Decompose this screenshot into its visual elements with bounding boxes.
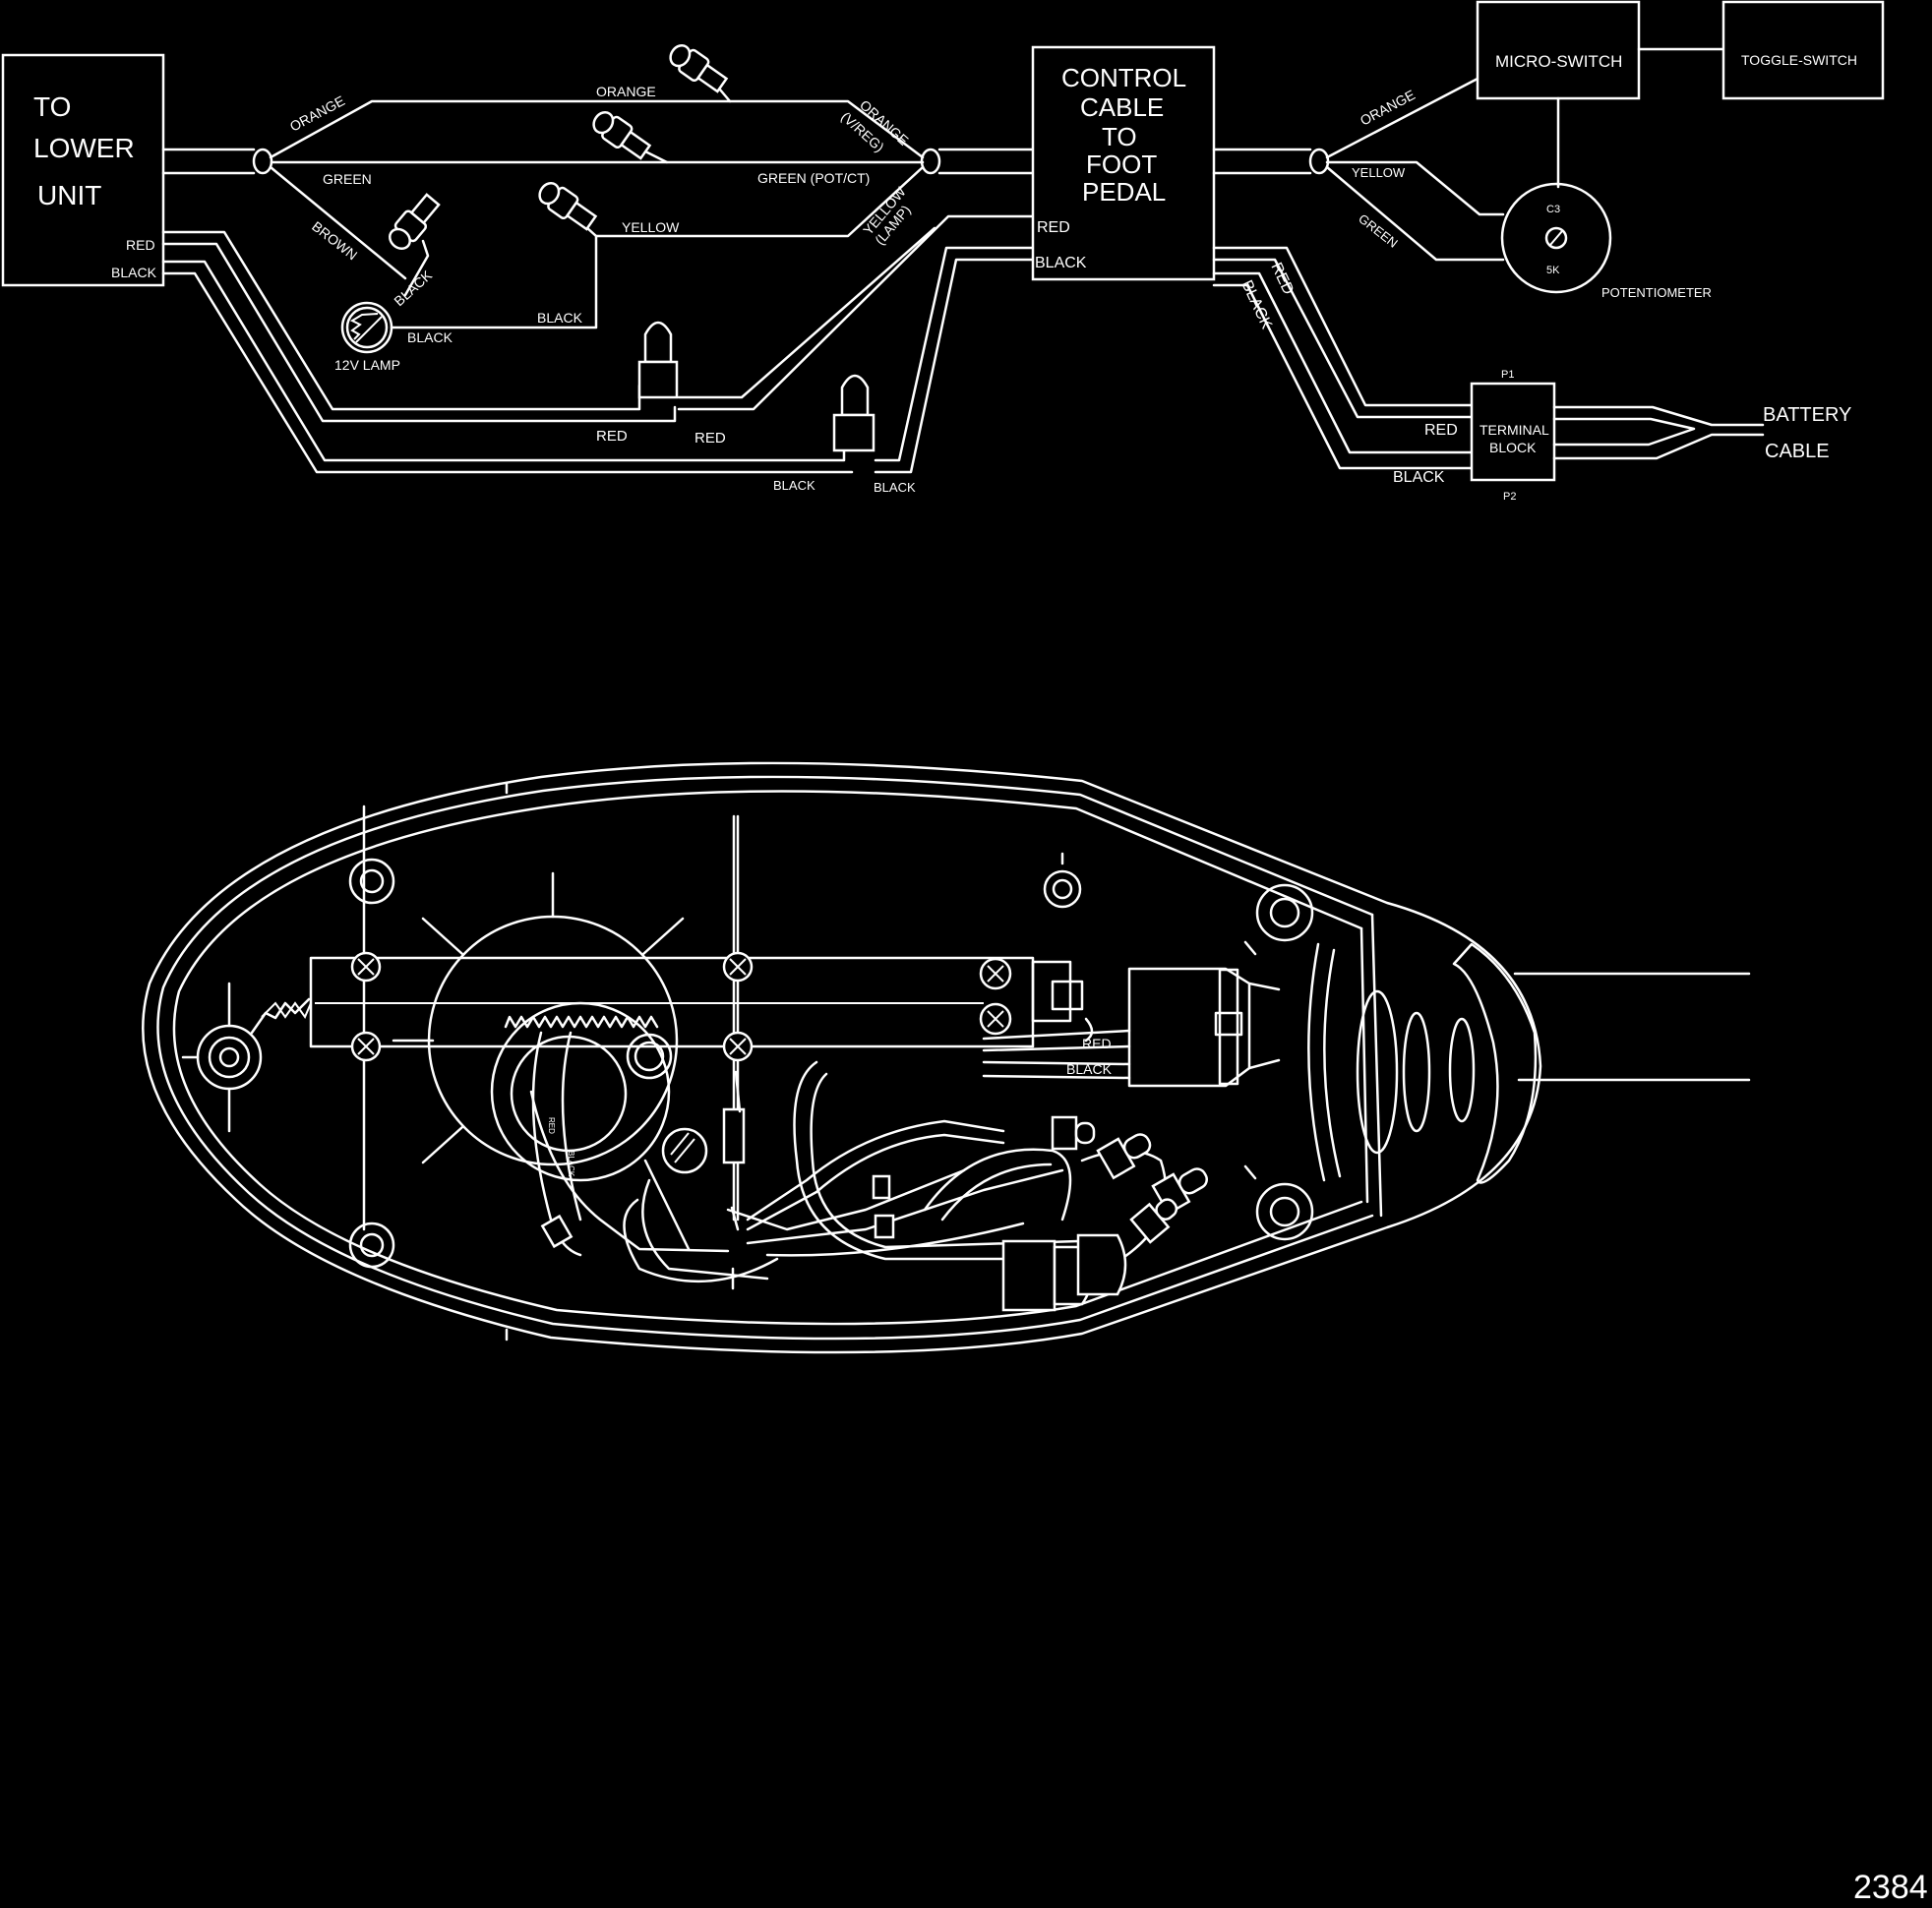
- control-cable-label-3: TO: [1102, 122, 1137, 151]
- micro-switch-box: MICRO-SWITCH: [1476, 0, 1641, 100]
- wire-label-black-2: BLACK: [874, 480, 916, 495]
- housing-outline: [142, 761, 1542, 1354]
- assembly-lamp: [643, 1070, 742, 1251]
- wire-label-green: GREEN: [323, 171, 372, 187]
- lower-unit-black-label: BLACK: [111, 265, 157, 280]
- zip-tie-3: [874, 1214, 895, 1239]
- bundle-connector-6: [1076, 1233, 1127, 1296]
- wire-label-yellow: YELLOW: [622, 219, 680, 235]
- terminal-block: TERMINAL BLOCK P1 P2: [1470, 369, 1556, 503]
- control-cable-node-left: [920, 148, 1035, 175]
- zip-tie-1: [540, 1214, 574, 1249]
- control-cable-label-5: PEDAL: [1082, 177, 1166, 207]
- wire-label-black-yellow: BLACK: [537, 310, 583, 326]
- control-cable-black-label: BLACK: [1035, 255, 1087, 271]
- pot-wire-yellow-label: YELLOW: [1352, 165, 1406, 180]
- terminal-block-label-2: BLOCK: [1489, 440, 1537, 455]
- toggle-switch-box: TOGGLE-SWITCH: [1721, 0, 1885, 100]
- assembly-black-small-label: BLACK: [567, 1151, 575, 1177]
- battery-black-label-2: BLACK: [1393, 469, 1445, 486]
- control-cable-right: [1212, 77, 1505, 262]
- wire-label-green-pot: GREEN (POT/CT): [757, 170, 870, 186]
- black-inline-connector: [832, 374, 875, 452]
- bundle-connector-1: [1051, 1115, 1096, 1151]
- pot-top-label: C3: [1546, 204, 1560, 215]
- lamp-label: 12V LAMP: [334, 357, 400, 373]
- wire-label-orange-top: ORANGE: [596, 84, 656, 99]
- wire-label-black-lamp-2: BLACK: [407, 329, 453, 345]
- control-cable-label-1: CONTROL: [1061, 63, 1186, 92]
- mounting-hole-3: [1043, 852, 1082, 909]
- battery-cable-out: BATTERY CABLE: [1552, 404, 1851, 462]
- zip-tie-2: [872, 1174, 891, 1200]
- lower-unit-label-2: LOWER: [33, 133, 135, 163]
- potentiometer: C3 5K POTENTIOMETER: [1500, 182, 1712, 300]
- bullet-connector-orange: [669, 44, 729, 93]
- screw-4: [722, 1031, 754, 1062]
- lower-unit-red-label: RED: [126, 237, 155, 253]
- screw-3: [350, 1031, 382, 1062]
- lamp-12v: 12V LAMP: [334, 301, 400, 373]
- pedal-pivot: [181, 982, 311, 1133]
- mounting-hole-4: [1243, 883, 1314, 956]
- terminal-block-label-1: TERMINAL: [1479, 422, 1549, 438]
- control-cable-box: CONTROL CABLE TO FOOT PEDAL RED BLACK: [1031, 45, 1216, 281]
- battery-red-label-2: RED: [1424, 422, 1458, 439]
- lower-unit-cable: [161, 148, 273, 175]
- bullet-connector-brown: [389, 193, 441, 251]
- battery-cable-label-1: BATTERY: [1763, 404, 1851, 426]
- connector-housing: RED BLACK: [982, 960, 1281, 1088]
- grip-slots: [1307, 942, 1538, 1184]
- bullet-connector-yellow: [538, 182, 598, 231]
- terminal-p2-label: P2: [1503, 491, 1516, 503]
- sector-gear: [392, 871, 685, 1182]
- assembly-black-label: BLACK: [1066, 1061, 1113, 1077]
- micro-switch-label: MICRO-SWITCH: [1495, 52, 1622, 71]
- control-cable-red-label: RED: [1037, 219, 1070, 236]
- red-inline-connector: [637, 321, 679, 399]
- toggle-switch-label: TOGGLE-SWITCH: [1741, 52, 1857, 68]
- foot-pedal-assembly: RED BLACK: [142, 761, 1751, 1354]
- screw-5: [979, 957, 1012, 990]
- assembly-red-small-label: RED: [547, 1117, 556, 1134]
- lower-unit-box: TO LOWER UNIT RED BLACK: [1, 53, 165, 287]
- control-cable-label-2: CABLE: [1080, 92, 1164, 122]
- battery-cable-label-2: CABLE: [1765, 441, 1830, 462]
- lower-unit-label-3: UNIT: [37, 180, 101, 210]
- bundle-connector-7: [722, 1107, 746, 1164]
- bundle-connector-4: [1129, 1198, 1178, 1244]
- screw-1: [350, 951, 382, 983]
- screw-6: [979, 1002, 1012, 1036]
- bundle-connector-2: [1096, 1133, 1152, 1180]
- terminal-p1-label: P1: [1501, 369, 1514, 381]
- figure-number: 2384: [1853, 1869, 1928, 1906]
- mounting-hole-5: [1243, 1164, 1314, 1241]
- wire-label-red-1: RED: [596, 428, 628, 445]
- mounting-hole-2: [348, 1222, 395, 1269]
- main-power-cables: [161, 214, 1037, 474]
- lower-unit-label-1: TO: [33, 91, 71, 122]
- bullet-connector-green: [592, 111, 652, 160]
- screw-2: [722, 951, 754, 983]
- mounting-hole-1: [348, 858, 395, 905]
- potentiometer-label: POTENTIOMETER: [1601, 285, 1712, 300]
- pot-bottom-label: 5K: [1546, 265, 1560, 276]
- assembly-red-label: RED: [1082, 1036, 1112, 1051]
- bundle-connector-3: [1151, 1167, 1208, 1216]
- wire-label-red-2: RED: [694, 430, 726, 447]
- wire-label-black-1: BLACK: [773, 478, 815, 493]
- control-cable-label-4: FOOT: [1086, 149, 1157, 179]
